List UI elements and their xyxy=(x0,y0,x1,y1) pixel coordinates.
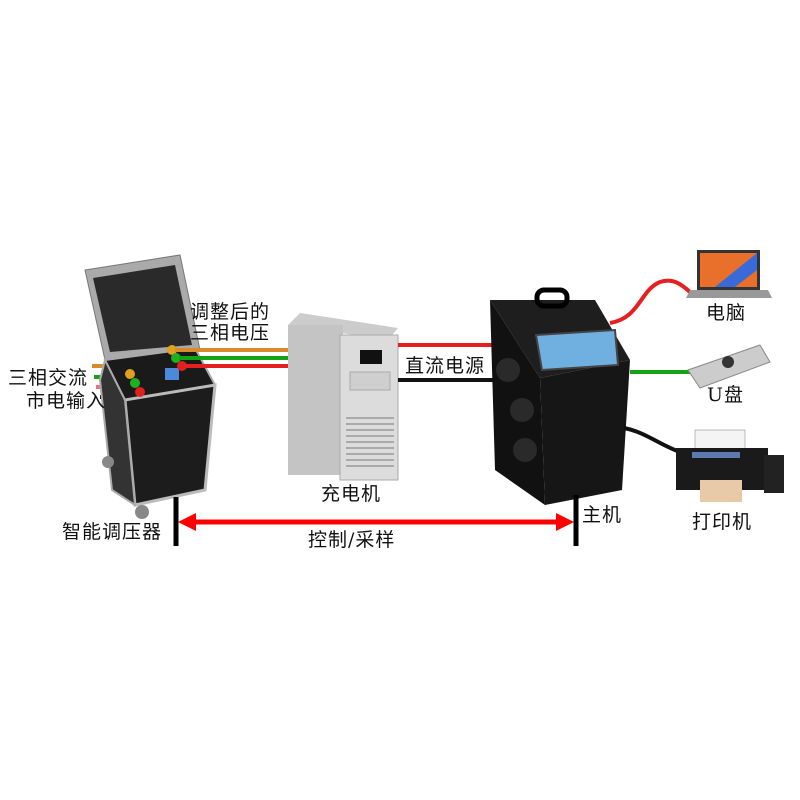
voltage-regulator-device xyxy=(84,254,217,519)
usb-drive-icon xyxy=(687,344,771,389)
regulator-label: 智能调压器 xyxy=(62,521,163,543)
host-device xyxy=(490,287,630,505)
charger-device xyxy=(288,313,399,481)
laptop-icon xyxy=(686,250,772,298)
printer-icon xyxy=(676,429,784,502)
computer-label: 电脑 xyxy=(706,302,747,324)
computer-cable xyxy=(609,278,692,325)
control-sampling-label: 控制/采样 xyxy=(308,529,396,551)
ac-input-label: 三相交流 xyxy=(8,367,89,389)
three-phase-output-wires xyxy=(175,348,290,368)
control-sampling-arrow xyxy=(173,495,579,546)
dc-power-label: 直流电源 xyxy=(405,355,486,377)
dc-power-wires xyxy=(398,343,496,382)
adjusted-label: 调整后的 xyxy=(190,301,271,323)
mains-input-label: 市电输入 xyxy=(26,390,107,412)
charger-label: 充电机 xyxy=(321,483,382,505)
host-label: 主机 xyxy=(582,504,623,526)
printer-cable xyxy=(623,426,681,454)
usb-drive-label: U盘 xyxy=(707,384,745,406)
three-phase-voltage-label: 三相电压 xyxy=(190,322,271,344)
printer-label: 打印机 xyxy=(692,511,753,533)
